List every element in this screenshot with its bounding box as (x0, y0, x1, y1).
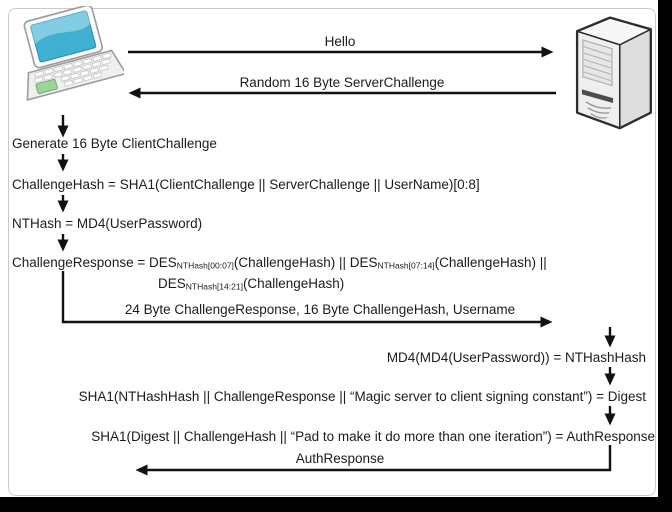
client-step-challenge-response-line1: ChallengeResponse = DESNTHash[00:07](Cha… (12, 256, 547, 273)
client-step-nt-hash: NTHash = MD4(UserPassword) (12, 216, 203, 231)
laptop-screen-glare (30, 10, 90, 44)
challenge-response-prefix: ChallengeResponse = DES (12, 255, 177, 270)
client-step-generate: Generate 16 Byte ClientChallenge (12, 136, 217, 151)
server-step-digest: SHA1(NTHashHash || ChallengeResponse || … (78, 389, 646, 404)
challenge-response-mid1: (ChallengeHash) || DES (233, 255, 378, 270)
challenge-response-line2-suffix: (ChallengeHash) (242, 276, 345, 291)
hello-label: Hello (324, 34, 356, 49)
client-step-challenge-response-line2: DESNTHash[14:21](ChallengeHash) (158, 277, 344, 294)
diagram-frame (8, 8, 656, 496)
server-step-auth-response: SHA1(Digest || ChallengeHash || “Pad to … (91, 429, 655, 444)
challenge-response-line2-prefix: DES (158, 276, 186, 291)
server-bay-lines (583, 46, 612, 82)
server-step-nt-hash-hash: MD4(MD4(UserPassword)) = NTHashHash (386, 350, 646, 365)
client-step-challenge-hash: ChallengeHash = SHA1(ClientChallenge || … (12, 177, 480, 192)
server-challenge-label: Random 16 Byte ServerChallenge (239, 75, 445, 90)
laptop-keyboard (33, 52, 112, 87)
des-key-subscript-2: NTHash[07:14] (377, 260, 435, 271)
server-side-face (619, 29, 651, 129)
server-edges (576, 28, 652, 129)
client-response-arrow (61, 271, 553, 328)
laptop-icon (23, 6, 124, 101)
auth-response-arrow (135, 445, 612, 476)
server-grill (585, 101, 612, 119)
laptop-trackpad (35, 78, 58, 95)
server-tower-icon (575, 16, 652, 130)
client-response-label: 24 Byte ChallengeResponse, 16 Byte Chall… (124, 302, 516, 317)
auth-response-label: AuthResponse (295, 451, 385, 466)
des-key-subscript-3: NTHash[14:21] (185, 281, 243, 292)
challenge-response-mid2: (ChallengeHash) || (434, 255, 547, 270)
server-slot (581, 89, 613, 103)
server-outline (575, 16, 652, 130)
des-key-subscript-1: NTHash[00:07] (176, 260, 234, 271)
